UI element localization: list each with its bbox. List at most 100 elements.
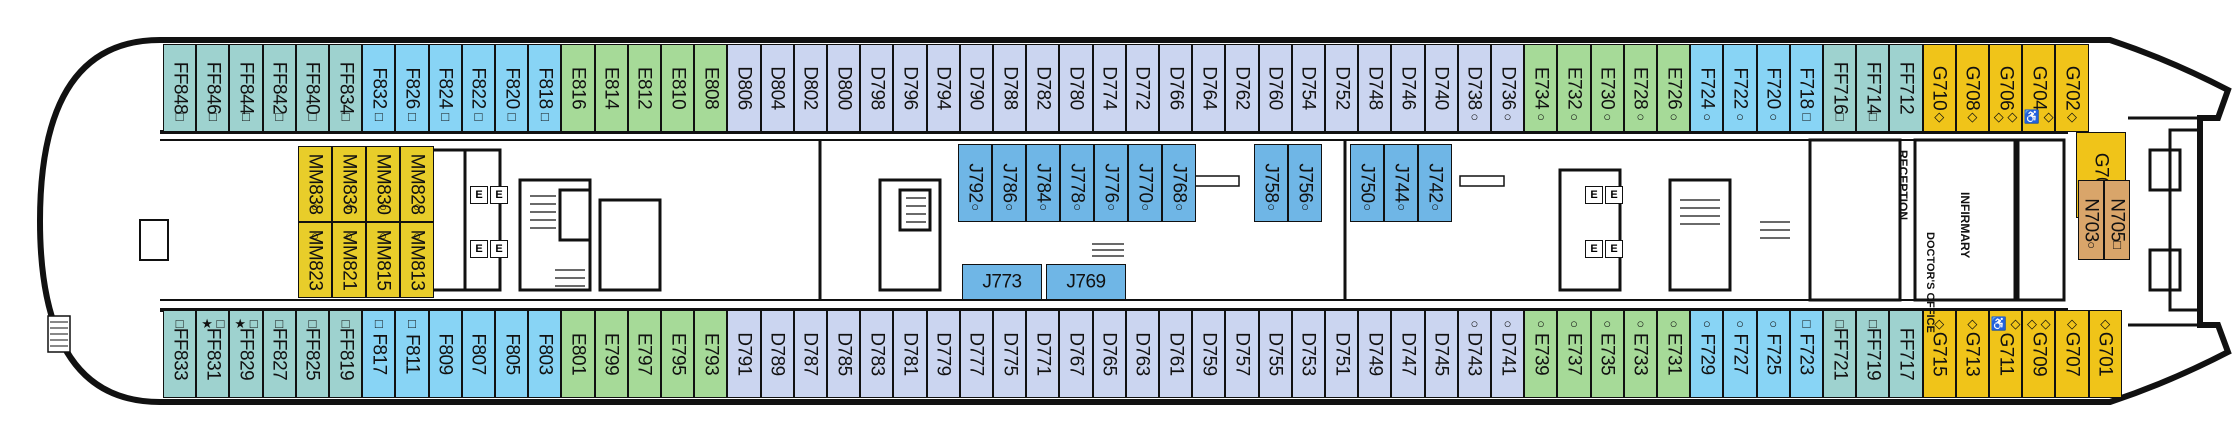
cabin-d782[interactable]: D782 bbox=[1026, 44, 1060, 132]
cabin-e732[interactable]: E732○ bbox=[1557, 44, 1591, 132]
cabin-d764[interactable]: D764 bbox=[1192, 44, 1226, 132]
cabin-g701[interactable]: G701◇ bbox=[2088, 310, 2122, 398]
cabin-g706[interactable]: G706◇ ◇ bbox=[1989, 44, 2023, 132]
cabin-d794[interactable]: D794 bbox=[926, 44, 960, 132]
cabin-mm828[interactable]: MM828○ bbox=[400, 146, 434, 222]
cabin-d748[interactable]: D748 bbox=[1358, 44, 1392, 132]
cabin-f820[interactable]: F820□ bbox=[495, 44, 529, 132]
cabin-e812[interactable]: E812 bbox=[627, 44, 661, 132]
cabin-ff825[interactable]: FF825□ bbox=[295, 310, 329, 398]
cabin-e737[interactable]: E737○ bbox=[1557, 310, 1591, 398]
cabin-f824[interactable]: F824□ bbox=[428, 44, 462, 132]
cabin-f727[interactable]: F727○ bbox=[1723, 310, 1757, 398]
cabin-j769[interactable]: J769 bbox=[1046, 264, 1126, 300]
cabin-d767[interactable]: D767 bbox=[1059, 310, 1093, 398]
cabin-e739[interactable]: E739○ bbox=[1524, 310, 1558, 398]
cabin-d736[interactable]: D736○ bbox=[1491, 44, 1525, 132]
cabin-f803[interactable]: F803 bbox=[528, 310, 562, 398]
cabin-e731[interactable]: E731○ bbox=[1657, 310, 1691, 398]
cabin-mm823[interactable]: MM823○ bbox=[298, 222, 332, 298]
cabin-d785[interactable]: D785 bbox=[827, 310, 861, 398]
cabin-e814[interactable]: E814 bbox=[594, 44, 628, 132]
cabin-ff721[interactable]: FF721□ bbox=[1823, 310, 1857, 398]
cabin-d777[interactable]: D777 bbox=[959, 310, 993, 398]
cabin-d802[interactable]: D802 bbox=[793, 44, 827, 132]
cabin-ff719[interactable]: FF719□ bbox=[1856, 310, 1890, 398]
cabin-d740[interactable]: D740 bbox=[1424, 44, 1458, 132]
cabin-d783[interactable]: D783 bbox=[860, 310, 894, 398]
cabin-mm815[interactable]: MM815○ bbox=[366, 222, 400, 298]
cabin-f729[interactable]: F729○ bbox=[1690, 310, 1724, 398]
cabin-j768[interactable]: J768○ bbox=[1162, 144, 1196, 222]
cabin-ff716[interactable]: FF716□ bbox=[1823, 44, 1857, 132]
cabin-f832[interactable]: F832□ bbox=[362, 44, 396, 132]
cabin-d798[interactable]: D798 bbox=[860, 44, 894, 132]
cabin-j756[interactable]: J756○ bbox=[1288, 144, 1322, 222]
cabin-ff831[interactable]: FF831★ □ bbox=[196, 310, 230, 398]
cabin-ff834[interactable]: FF834□ bbox=[329, 44, 363, 132]
cabin-ff717[interactable]: FF717 bbox=[1889, 310, 1923, 398]
cabin-d765[interactable]: D765 bbox=[1092, 310, 1126, 398]
cabin-j742[interactable]: J742○ bbox=[1418, 144, 1452, 222]
cabin-d753[interactable]: D753 bbox=[1291, 310, 1325, 398]
cabin-ff846[interactable]: FF846□ bbox=[196, 44, 230, 132]
cabin-g709[interactable]: G709◇ ◇ bbox=[2022, 310, 2056, 398]
cabin-e730[interactable]: E730○ bbox=[1590, 44, 1624, 132]
cabin-d800[interactable]: D800 bbox=[827, 44, 861, 132]
cabin-f718[interactable]: F718□ bbox=[1789, 44, 1823, 132]
cabin-ff844[interactable]: FF844□ bbox=[229, 44, 263, 132]
cabin-e793[interactable]: E793 bbox=[694, 310, 728, 398]
cabin-d796[interactable]: D796 bbox=[893, 44, 927, 132]
cabin-d759[interactable]: D759 bbox=[1192, 310, 1226, 398]
cabin-j778[interactable]: J778○ bbox=[1060, 144, 1094, 222]
cabin-d747[interactable]: D747 bbox=[1391, 310, 1425, 398]
cabin-d790[interactable]: D790 bbox=[959, 44, 993, 132]
cabin-f725[interactable]: F725○ bbox=[1756, 310, 1790, 398]
cabin-d749[interactable]: D749 bbox=[1358, 310, 1392, 398]
cabin-ff842[interactable]: FF842□ bbox=[262, 44, 296, 132]
cabin-f818[interactable]: F818□ bbox=[528, 44, 562, 132]
cabin-f723[interactable]: F723□ bbox=[1789, 310, 1823, 398]
cabin-d743[interactable]: D743○ bbox=[1457, 310, 1491, 398]
cabin-e733[interactable]: E733○ bbox=[1623, 310, 1657, 398]
cabin-e799[interactable]: E799 bbox=[594, 310, 628, 398]
cabin-ff829[interactable]: FF829★ □ bbox=[229, 310, 263, 398]
cabin-f811[interactable]: F811□ bbox=[395, 310, 429, 398]
cabin-g710[interactable]: G710◇ bbox=[1922, 44, 1956, 132]
cabin-d745[interactable]: D745 bbox=[1424, 310, 1458, 398]
cabin-g713[interactable]: G713◇ bbox=[1955, 310, 1989, 398]
cabin-mm813[interactable]: MM813○ bbox=[400, 222, 434, 298]
cabin-mm821[interactable]: MM821○ bbox=[332, 222, 366, 298]
cabin-e801[interactable]: E801 bbox=[561, 310, 595, 398]
cabin-j744[interactable]: J744○ bbox=[1384, 144, 1418, 222]
cabin-f805[interactable]: F805 bbox=[495, 310, 529, 398]
cabin-f724[interactable]: F724○ bbox=[1690, 44, 1724, 132]
cabin-e735[interactable]: E735○ bbox=[1590, 310, 1624, 398]
cabin-g711[interactable]: G711♿ ◇ bbox=[1989, 310, 2023, 398]
cabin-mm836[interactable]: MM836○ bbox=[332, 146, 366, 222]
cabin-g704[interactable]: G704♿ ◇ bbox=[2022, 44, 2056, 132]
cabin-ff833[interactable]: FF833□ bbox=[163, 310, 197, 398]
cabin-n703[interactable]: N703○ bbox=[2078, 180, 2104, 260]
cabin-e728[interactable]: E728○ bbox=[1623, 44, 1657, 132]
cabin-d789[interactable]: D789 bbox=[760, 310, 794, 398]
cabin-ff714[interactable]: FF714□ bbox=[1856, 44, 1890, 132]
cabin-j786[interactable]: J786○ bbox=[992, 144, 1026, 222]
cabin-d757[interactable]: D757 bbox=[1225, 310, 1259, 398]
cabin-d780[interactable]: D780 bbox=[1059, 44, 1093, 132]
cabin-j773[interactable]: J773 bbox=[962, 264, 1042, 300]
cabin-g707[interactable]: G707◇ bbox=[2055, 310, 2089, 398]
cabin-e795[interactable]: E795 bbox=[661, 310, 695, 398]
cabin-f826[interactable]: F826□ bbox=[395, 44, 429, 132]
cabin-d779[interactable]: D779 bbox=[926, 310, 960, 398]
cabin-mm838[interactable]: MM838○ bbox=[298, 146, 332, 222]
cabin-j776[interactable]: J776○ bbox=[1094, 144, 1128, 222]
cabin-j784[interactable]: J784○ bbox=[1026, 144, 1060, 222]
cabin-d771[interactable]: D771 bbox=[1026, 310, 1060, 398]
cabin-e810[interactable]: E810 bbox=[661, 44, 695, 132]
cabin-d754[interactable]: D754 bbox=[1291, 44, 1325, 132]
cabin-d788[interactable]: D788 bbox=[993, 44, 1027, 132]
cabin-d787[interactable]: D787 bbox=[793, 310, 827, 398]
cabin-f807[interactable]: F807 bbox=[461, 310, 495, 398]
cabin-ff819[interactable]: FF819□ bbox=[329, 310, 363, 398]
